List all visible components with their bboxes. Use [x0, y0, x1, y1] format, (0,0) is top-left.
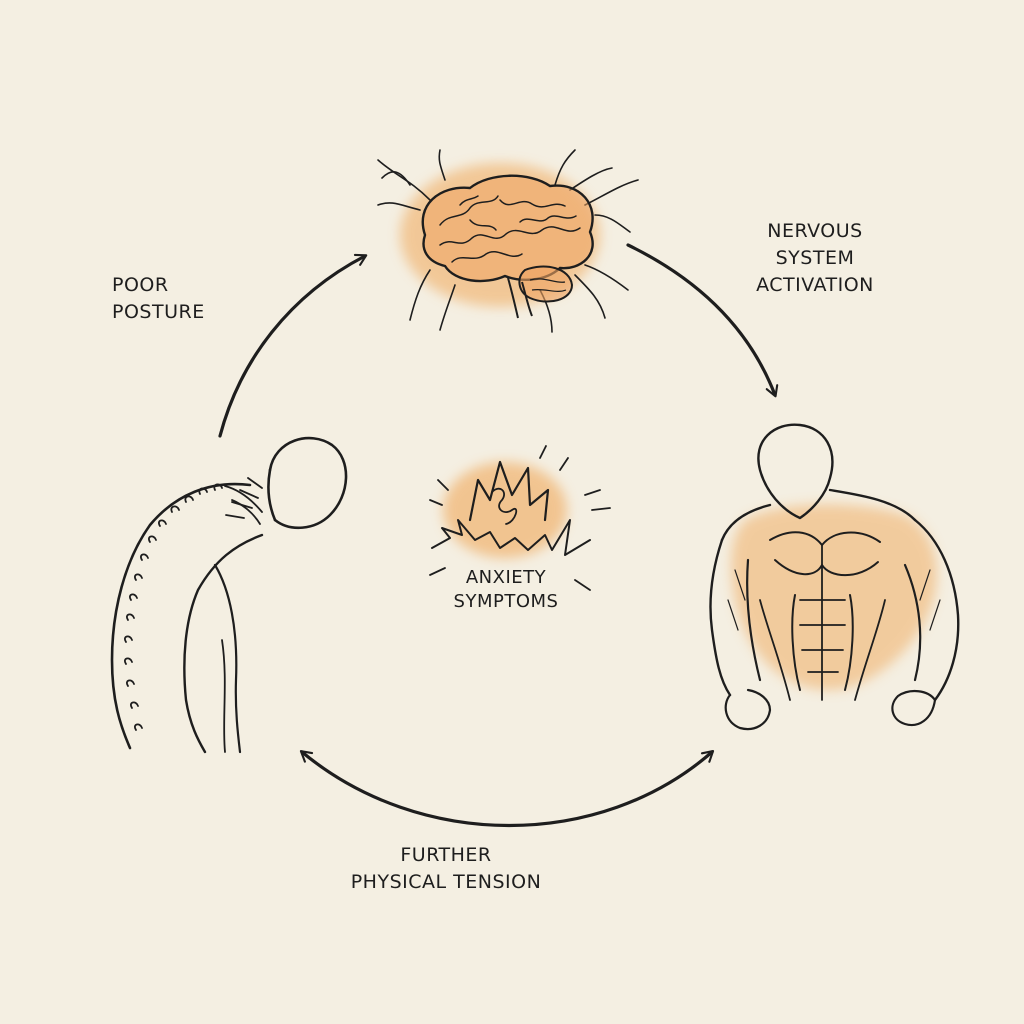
label-further-physical-tension: FURTHER PHYSICAL TENSION [326, 842, 566, 896]
label-line: NERVOUS [767, 220, 863, 242]
label-line: SYMPTOMS [453, 591, 559, 612]
arrow-tension-cycle [299, 750, 715, 828]
label-line: PHYSICAL TENSION [350, 871, 542, 893]
label-line: ANXIETY [465, 567, 547, 588]
arrow-posture-to-brain [218, 253, 368, 438]
arrow-brain-to-torso [626, 243, 779, 398]
label-line: ACTIVATION [756, 274, 874, 296]
label-line: SYSTEM [775, 247, 855, 269]
brain-icon [377, 149, 639, 333]
label-line: POSTURE [112, 301, 205, 323]
slouched-spine-figure-icon [110, 436, 348, 754]
label-line: FURTHER [400, 844, 492, 866]
label-line: POOR [112, 274, 169, 296]
label-nervous-system-activation: NERVOUS SYSTEM ACTIVATION [740, 218, 890, 299]
flexed-torso-icon [709, 423, 960, 731]
anxiety-burst-icon [429, 445, 611, 591]
label-poor-posture: POOR POSTURE [112, 272, 205, 326]
label-anxiety-symptoms: ANXIETY SYMPTOMS [438, 566, 574, 614]
